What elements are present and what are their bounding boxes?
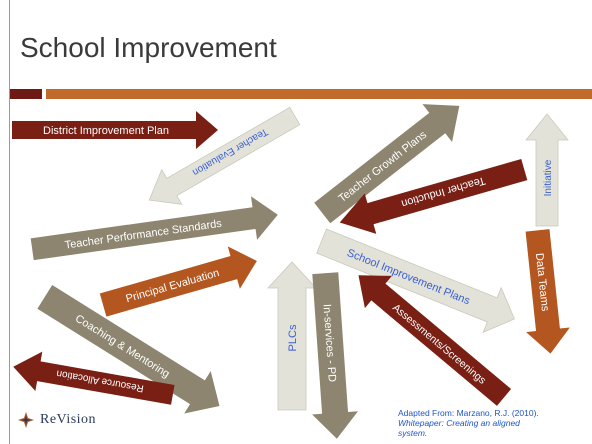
slide-title: School Improvement (20, 32, 277, 63)
citation-line-3: system. (398, 428, 428, 438)
arrow-shape (525, 229, 570, 354)
arrow-shape (13, 351, 175, 405)
arrow-initiative: Initiative (525, 113, 569, 227)
arrow-teacher-evaluation: Teacher Evaluation (148, 106, 301, 205)
arrow-in-services-pd: In-services - PD (312, 272, 358, 439)
arrow-shape (267, 261, 317, 411)
title-accent-bar (46, 89, 592, 99)
citation-line-2: Whitepaper: Creating an aligned (398, 418, 520, 428)
arrow-principal-evaluation: Principal Evaluation (99, 246, 257, 317)
citation-line-1: Adapted From: Marzano, R.J. (2010). (398, 408, 539, 418)
arrow-shape (339, 158, 528, 234)
arrow-shape (312, 272, 358, 439)
arrow-label: In-services - PD (320, 304, 337, 383)
arrow-shape (148, 106, 301, 205)
title-accent-bar-dark (10, 89, 42, 99)
arrow-shape (316, 228, 515, 333)
citation: Adapted From: Marzano, R.J. (2010). Whit… (398, 408, 588, 438)
arrow-district-improvement-plan: District Improvement Plan (12, 111, 218, 149)
arrow-data-teams: Data Teams (525, 229, 570, 354)
arrow-shape (37, 285, 220, 414)
arrow-shape (525, 113, 569, 227)
arrow-teacher-induction: Teacher Induction (339, 158, 528, 234)
revision-logo-icon (18, 412, 34, 428)
arrow-shape (30, 196, 278, 261)
arrow-plcs: PLCs (267, 261, 317, 411)
arrow-shape (12, 111, 218, 149)
arrow-shape (358, 275, 512, 406)
revision-logo: ReVision (18, 412, 96, 428)
arrow-shape (314, 104, 460, 224)
slide-left-rule (9, 0, 10, 444)
logo-text: ReVision (40, 412, 97, 427)
arrow-label: Initiative (543, 159, 554, 196)
arrow-shape (99, 246, 257, 317)
arrow-label: District Improvement Plan (43, 125, 169, 137)
arrow-label: PLCs (287, 324, 299, 351)
